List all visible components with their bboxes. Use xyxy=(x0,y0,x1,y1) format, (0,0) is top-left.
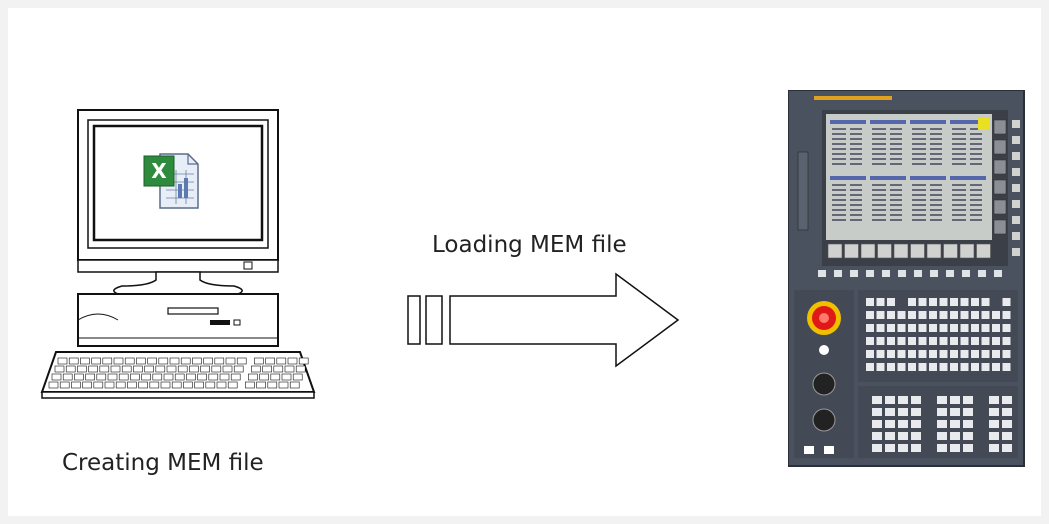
creating-mem-file-label: Creating MEM file xyxy=(62,450,264,476)
diagram-canvas: X Creating MEM file Loading MEM file xyxy=(8,8,1041,516)
svg-text:X: X xyxy=(151,159,167,183)
right-arrow-icon xyxy=(406,270,686,380)
loading-mem-file-label: Loading MEM file xyxy=(432,232,627,258)
desktop-computer-icon: X xyxy=(38,108,318,408)
cnc-control-panel-icon xyxy=(788,90,1028,470)
